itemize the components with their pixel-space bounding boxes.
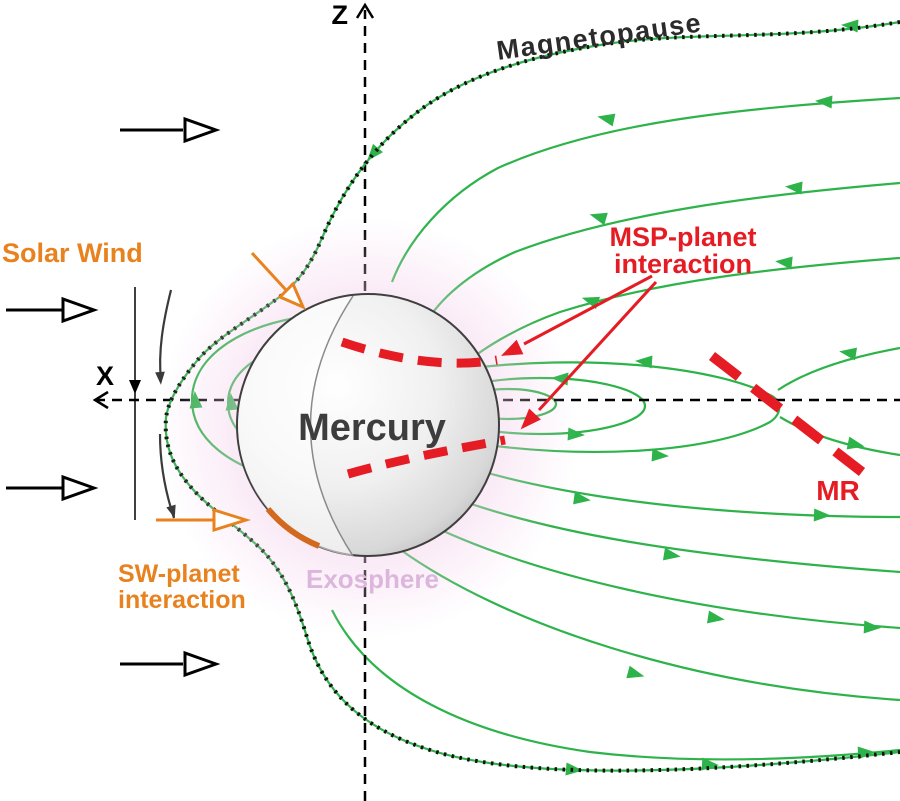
exosphere-label: Exosphere bbox=[306, 564, 439, 594]
msp-arrow-shaft bbox=[537, 280, 658, 412]
msp-interaction-label-line2: interaction bbox=[614, 249, 752, 279]
mercury-label: Mercury bbox=[298, 407, 446, 449]
msp-planet-interaction bbox=[340, 274, 658, 479]
x-axis-arrow bbox=[92, 390, 109, 410]
planet-terminator bbox=[309, 295, 354, 557]
sw-interaction-label: SW-planet interaction bbox=[118, 560, 246, 614]
sw-interaction-label-line2: interaction bbox=[118, 586, 246, 614]
mr-line bbox=[708, 352, 866, 476]
cusp-arrow-head bbox=[277, 281, 306, 310]
field-line bbox=[777, 346, 900, 391]
field-line bbox=[331, 609, 900, 761]
msp-interaction-label-line1: MSP-planet bbox=[609, 222, 756, 252]
sw-planet-interaction bbox=[156, 251, 321, 549]
sw-interaction-arc bbox=[265, 507, 321, 549]
x-axis-label: X bbox=[96, 361, 114, 391]
mr-label: MR bbox=[816, 475, 860, 506]
field-line bbox=[779, 416, 900, 457]
solar-wind-arrow-head bbox=[183, 116, 221, 144]
sw-interaction-label-line1: SW-planet bbox=[118, 560, 240, 588]
msp-dashed-curve-lower bbox=[346, 435, 506, 479]
msp-arrow-shaft bbox=[523, 274, 653, 346]
x-axis-tick-arrow bbox=[129, 380, 141, 394]
solar-wind-arrows bbox=[6, 116, 221, 678]
solar-wind-arrow-head bbox=[183, 650, 221, 678]
z-axis-arrow bbox=[355, 2, 375, 19]
planet-bright-crescent bbox=[238, 296, 353, 556]
sw-interaction-arrow-head bbox=[212, 507, 252, 533]
msp-interaction-label: MSP-planet interaction bbox=[609, 222, 756, 279]
solar-wind-arrow-head bbox=[61, 474, 99, 502]
z-axis-label: Z bbox=[332, 0, 349, 30]
solar-wind-label: Solar Wind bbox=[2, 238, 143, 268]
cusp-arrow-shaft bbox=[250, 251, 288, 292]
solar-wind-arrow-head bbox=[61, 296, 99, 324]
flow-deflection-arrow bbox=[159, 289, 173, 381]
msp-dashed-curve-upper bbox=[340, 337, 498, 368]
